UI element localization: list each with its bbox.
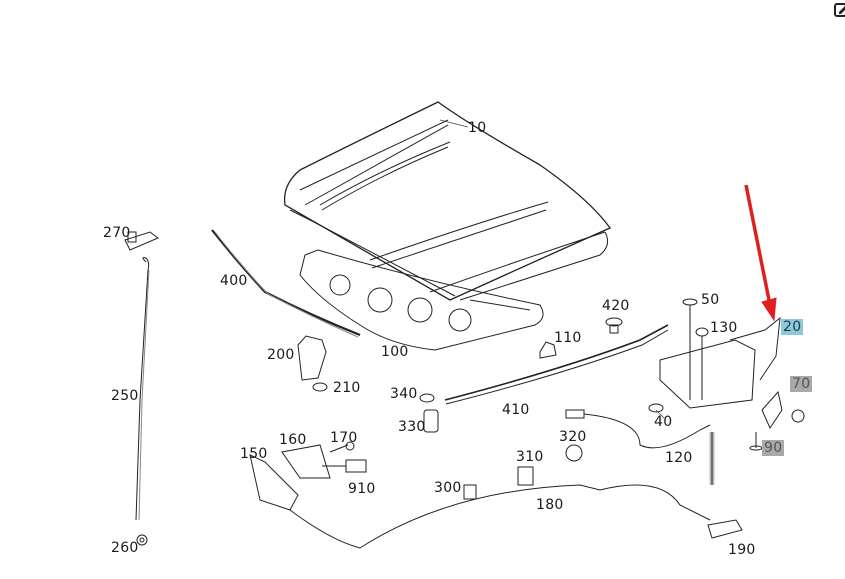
part-330-actuator[interactable]: [424, 410, 438, 432]
part-90-screw[interactable]: [750, 432, 762, 450]
label-part-150[interactable]: 150: [240, 446, 268, 462]
label-part-40[interactable]: 40: [654, 414, 673, 430]
part-410-seal-rail[interactable]: [445, 325, 668, 404]
part-320-grommet[interactable]: [566, 445, 582, 461]
label-part-200[interactable]: 200: [267, 347, 295, 363]
part-260-clip[interactable]: [137, 535, 147, 545]
label-part-190[interactable]: 190: [728, 542, 756, 558]
part-300-switch[interactable]: [464, 485, 476, 499]
part-910-connector[interactable]: [322, 460, 366, 472]
part-250-support-rod[interactable]: [136, 258, 149, 521]
part-200-hinge-bracket[interactable]: [298, 336, 326, 380]
label-part-260[interactable]: 260: [111, 540, 139, 556]
label-part-50[interactable]: 50: [701, 292, 720, 308]
label-part-170[interactable]: 170: [330, 430, 358, 446]
label-part-320[interactable]: 320: [559, 429, 587, 445]
part-40-washer[interactable]: [649, 404, 663, 412]
part-70-bracket[interactable]: [762, 392, 804, 428]
part-180-release-cable[interactable]: [290, 485, 710, 548]
part-110-clip[interactable]: [540, 342, 556, 358]
part-50-bolt[interactable]: [683, 299, 697, 400]
label-part-180[interactable]: 180: [536, 497, 564, 513]
part-310-relay[interactable]: [518, 467, 533, 485]
part-100-hood-liner[interactable]: [300, 250, 543, 350]
part-latch-assembly[interactable]: [660, 318, 780, 408]
label-part-20-highlighted[interactable]: 20: [781, 319, 804, 335]
part-340-washer[interactable]: [420, 394, 434, 402]
part-10-hood[interactable]: [285, 102, 610, 300]
label-part-90-highlighted[interactable]: 90: [762, 440, 785, 456]
part-170-bolt[interactable]: [330, 442, 354, 452]
part-120-cable-sensor[interactable]: [566, 410, 712, 485]
part-130-nut[interactable]: [696, 328, 708, 400]
part-210-nut[interactable]: [313, 383, 327, 391]
label-part-130[interactable]: 130: [710, 320, 738, 336]
label-part-160[interactable]: 160: [279, 432, 307, 448]
label-part-340[interactable]: 340: [390, 386, 418, 402]
label-part-100[interactable]: 100: [381, 344, 409, 360]
label-part-420[interactable]: 420: [602, 298, 630, 314]
label-part-310[interactable]: 310: [516, 449, 544, 465]
label-part-410[interactable]: 410: [502, 402, 530, 418]
leader-lines: [440, 120, 664, 418]
label-part-250[interactable]: 250: [111, 388, 139, 404]
label-part-910[interactable]: 910: [348, 481, 376, 497]
part-270-bracket[interactable]: [125, 232, 158, 250]
part-150-latch-lower[interactable]: [250, 455, 298, 510]
label-part-120[interactable]: 120: [665, 450, 693, 466]
label-part-10[interactable]: 10: [468, 120, 487, 136]
part-420-clip[interactable]: [606, 318, 622, 333]
part-190-release-handle[interactable]: [708, 520, 742, 538]
part-400-seal[interactable]: [212, 230, 360, 337]
red-arrow-icon: [746, 185, 776, 320]
label-part-270[interactable]: 270: [103, 225, 131, 241]
edit-icon[interactable]: [834, 2, 845, 18]
label-part-400[interactable]: 400: [220, 273, 248, 289]
label-part-300[interactable]: 300: [434, 480, 462, 496]
label-part-110[interactable]: 110: [554, 330, 582, 346]
label-part-70-highlighted[interactable]: 70: [790, 376, 813, 392]
label-part-330[interactable]: 330: [398, 419, 426, 435]
label-part-210[interactable]: 210: [333, 380, 361, 396]
part-160-latch-housing[interactable]: [282, 445, 330, 478]
